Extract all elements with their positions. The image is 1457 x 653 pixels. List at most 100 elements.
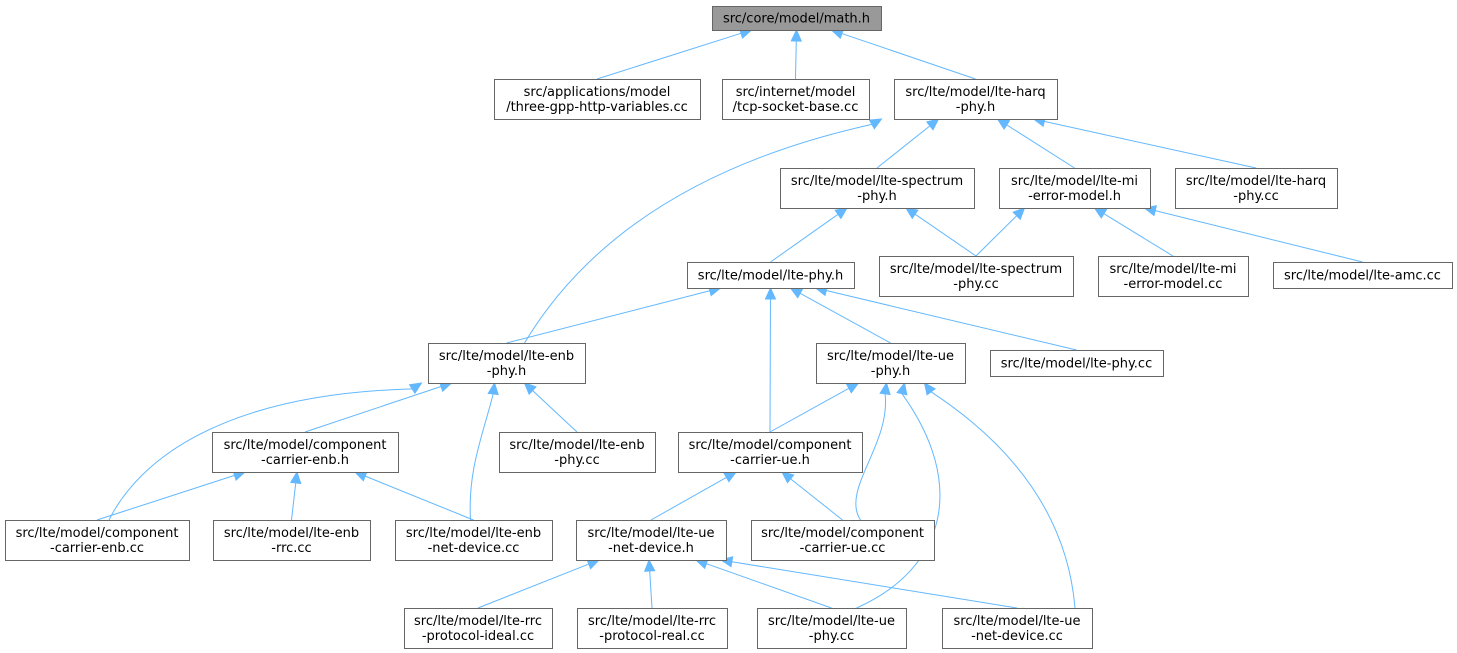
file-node[interactable]: src/lte/model/lte-enb-rrc.cc — [213, 520, 371, 561]
arrowhead-icon — [896, 381, 908, 396]
node-label-line: -phy.cc — [1233, 189, 1278, 204]
file-node[interactable]: src/lte/model/lte-harq-phy.h — [894, 79, 1058, 120]
file-node[interactable]: src/lte/model/component-carrier-ue.h — [678, 432, 863, 473]
edge-n24-to-n12 — [856, 393, 941, 609]
edge-n25-to-n20 — [731, 561, 1018, 609]
node-box — [577, 608, 728, 649]
file-node[interactable]: src/lte/model/lte-phy.cc — [990, 350, 1164, 377]
node-box — [722, 79, 870, 120]
edge-n11-to-n7 — [506, 290, 710, 344]
node-label-line: src/lte/model/lte-harq — [1186, 174, 1326, 189]
node-label-line: src/lte/model/lte-phy.h — [698, 269, 843, 284]
node-box — [757, 608, 907, 649]
edge-n4-to-n3 — [876, 125, 931, 169]
edge-n22-to-n20 — [477, 563, 589, 609]
file-node[interactable]: src/lte/model/lte-rrc-protocol-real.cc — [577, 608, 728, 649]
edge-n11-to-n3 — [524, 123, 873, 344]
node-box — [1098, 256, 1249, 297]
node-label-line: -net-device.cc — [428, 541, 520, 556]
edge-n17-to-n11 — [108, 388, 413, 521]
file-node[interactable]: src/lte/model/lte-enb-phy.h — [428, 343, 586, 384]
edge-n17-to-n14 — [96, 474, 235, 521]
root-node: src/core/model/math.h — [712, 6, 882, 31]
node-label-line: -rrc.cc — [271, 541, 311, 556]
node-label-line: src/lte/model/lte-ue — [768, 614, 895, 629]
file-node[interactable]: src/lte/model/lte-rrc-protocol-ideal.cc — [404, 608, 553, 649]
file-node[interactable]: src/lte/model/lte-enb-net-device.cc — [395, 520, 553, 561]
node-label-line: -carrier-ue.cc — [800, 541, 886, 556]
arrowhead-icon — [905, 207, 919, 220]
file-node[interactable]: src/lte/model/lte-mi-error-model.h — [999, 168, 1151, 209]
node-box — [879, 256, 1074, 297]
edge-n6-to-n3 — [1044, 120, 1257, 169]
node-label-line: src/lte/model/lte-enb — [406, 526, 541, 541]
node-label-line: src/lte/model/lte-amc.cc — [1284, 269, 1441, 284]
file-node[interactable]: src/internet/model/tcp-socket-base.cc — [722, 79, 870, 120]
file-node[interactable]: src/lte/model/lte-ue-phy.h — [816, 343, 966, 384]
file-node[interactable]: src/lte/model/component-carrier-enb.cc — [5, 520, 190, 561]
node-label-line: -phy.cc — [554, 453, 599, 468]
file-node[interactable]: src/lte/model/lte-amc.cc — [1273, 262, 1453, 289]
node-label-line: src/lte/model/lte-ue — [827, 349, 954, 364]
edge-n15-to-n11 — [532, 390, 578, 433]
node-label-line: -protocol-ideal.cc — [422, 629, 534, 644]
file-node[interactable]: src/lte/model/component-carrier-ue.cc — [751, 520, 935, 561]
edge-n18-to-n14 — [291, 482, 297, 521]
edge-n21-to-n16 — [790, 478, 843, 521]
file-node[interactable]: src/lte/model/lte-spectrum-phy.cc — [879, 256, 1074, 297]
node-box — [576, 520, 727, 561]
node-label-line: -protocol-real.cc — [599, 629, 704, 644]
edge-n23-to-n20 — [649, 570, 653, 609]
node-box — [5, 520, 190, 561]
node-label-line: -net-device.cc — [971, 629, 1063, 644]
file-node[interactable]: src/lte/model/lte-phy.h — [687, 262, 855, 289]
arrowhead-icon — [868, 118, 883, 130]
file-node[interactable]: src/lte/model/lte-ue-net-device.h — [576, 520, 727, 561]
node-box — [780, 168, 975, 209]
node-label-line: -phy.h — [857, 189, 896, 204]
node-box — [712, 6, 882, 31]
arrowhead-icon — [643, 558, 656, 572]
file-node[interactable]: src/lte/model/lte-ue-phy.cc — [757, 608, 907, 649]
file-node[interactable]: src/lte/model/lte-enb-phy.cc — [499, 432, 656, 473]
node-label-line: src/lte/model/component — [16, 526, 179, 541]
edge-n19-to-n14 — [365, 475, 474, 521]
edge-n16-to-n12 — [769, 387, 850, 433]
node-label-line: -phy.h — [956, 100, 995, 115]
arrowhead-icon — [764, 286, 777, 300]
file-node[interactable]: src/lte/model/lte-harq-phy.cc — [1175, 168, 1338, 209]
node-label-line: src/lte/model/lte-mi — [1011, 174, 1138, 189]
file-node[interactable]: src/lte/model/lte-spectrum-phy.h — [780, 168, 975, 209]
arrowhead-icon — [1012, 207, 1026, 221]
node-label-line: src/lte/model/component — [689, 438, 852, 453]
node-box — [428, 343, 586, 384]
file-node[interactable]: src/lte/model/lte-mi-error-model.cc — [1098, 256, 1249, 297]
node-box — [990, 350, 1164, 377]
node-label-line: -net-device.h — [608, 541, 694, 556]
arrowhead-icon — [408, 382, 423, 395]
edge-n1-to-n0 — [596, 32, 742, 80]
node-label-line: src/lte/model/lte-harq — [905, 85, 1045, 100]
file-node[interactable]: src/applications/model/three-gpp-http-va… — [494, 79, 701, 120]
node-box — [212, 432, 399, 473]
edge-n12-to-n7 — [799, 292, 891, 344]
arrowhead-icon — [523, 382, 537, 396]
file-node[interactable]: src/lte/model/component-carrier-enb.h — [212, 432, 399, 473]
node-box — [404, 608, 553, 649]
node-label-line: -phy.h — [487, 364, 526, 379]
arrowhead-icon — [923, 382, 937, 396]
node-box — [687, 262, 855, 289]
arrowhead-icon — [1093, 207, 1108, 219]
arrowhead-icon — [879, 381, 891, 396]
file-node[interactable]: src/lte/model/lte-ue-net-device.cc — [942, 608, 1093, 649]
node-label-line: -carrier-enb.h — [261, 453, 349, 468]
arrowhead-icon — [834, 207, 848, 220]
node-label-line: src/lte/model/lte-enb — [509, 438, 644, 453]
node-label-line: src/applications/model — [524, 85, 671, 100]
edge-n20-to-n16 — [650, 476, 727, 521]
edge-n3-to-n0 — [841, 33, 976, 80]
edge-n10-to-n5 — [1155, 210, 1363, 263]
edge-n8-to-n4 — [914, 213, 977, 257]
arrowhead-icon — [723, 471, 738, 483]
